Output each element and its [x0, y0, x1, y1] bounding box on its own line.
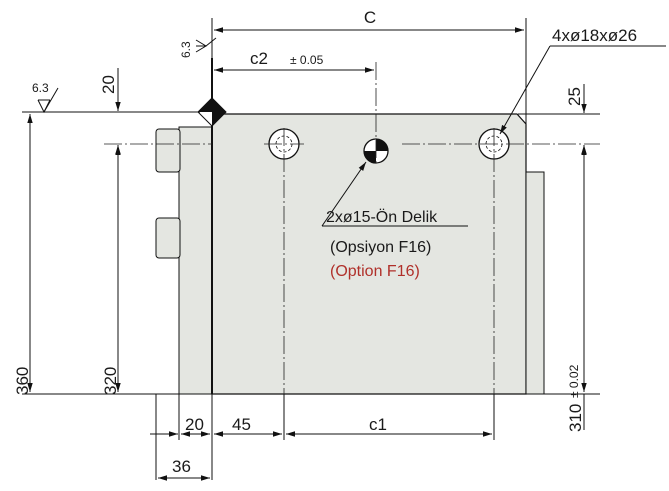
- datum-marker: [197, 97, 227, 127]
- dim-20-bottom-label: 20: [185, 415, 204, 434]
- bottom-edge: [132, 393, 600, 440]
- dim-310-label: 310: [566, 404, 585, 432]
- dim-25-label: 25: [565, 87, 584, 106]
- roughness-left-value: 6.3: [32, 81, 49, 95]
- roughness-symbol-left: 6.3: [32, 81, 59, 114]
- dim-360-label: 360: [13, 367, 32, 395]
- dim-C-label: C: [364, 8, 376, 27]
- pilot-hole-center: [104, 62, 389, 165]
- dimension-c2: c2 ± 0.05: [214, 49, 374, 73]
- dim-320-label: 320: [101, 367, 120, 395]
- dim-c2-tolerance: ± 0.05: [290, 53, 324, 67]
- option-en-text: (Option F16): [330, 263, 420, 280]
- dimension-320: 320: [101, 146, 121, 395]
- dim-20-top-label: 20: [99, 75, 118, 94]
- hole-callout: 4xø18xø26: [499, 26, 666, 135]
- pilot-hole-note: 2xø15-Ön Delik (Opsiyon F16) (Option F16…: [321, 161, 468, 280]
- dimension-360: 360: [13, 114, 180, 395]
- option-tr-text: (Opsiyon F16): [330, 239, 431, 256]
- dim-c1-label: c1: [369, 415, 387, 434]
- left-side-plate: [155, 126, 213, 395]
- dimension-C: C: [211, 8, 527, 58]
- dim-36-label: 36: [172, 457, 191, 476]
- dimension-25: 25: [518, 84, 600, 165]
- roughness-symbol-top: 6.3: [179, 37, 217, 58]
- dimension-310: 310 ± 0.02: [566, 146, 587, 432]
- dim-310-tolerance: ± 0.02: [567, 364, 581, 398]
- pilot-hole-text: 2xø15-Ön Delik: [326, 208, 438, 226]
- dim-c2-label: c2: [250, 49, 268, 68]
- right-side-plate: [525, 171, 545, 395]
- dim-45-label: 45: [232, 415, 251, 434]
- hole-callout-text: 4xø18xø26: [552, 26, 637, 45]
- hole-right: [402, 128, 600, 394]
- hole-left: [264, 128, 304, 394]
- dimension-bottom: 20 45 c1 36: [150, 394, 492, 481]
- roughness-top-value: 6.3: [179, 41, 193, 58]
